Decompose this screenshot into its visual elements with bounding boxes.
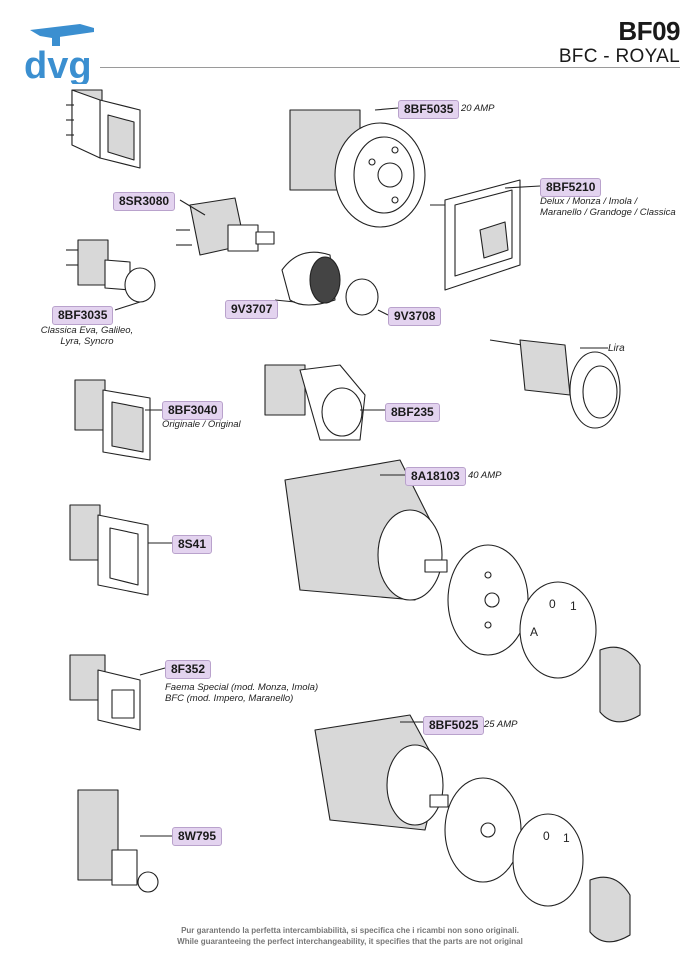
part-note: Faema Special (mod. Monza, Imola) BFC (m… — [165, 682, 319, 704]
header-rule — [100, 67, 680, 68]
part-tag-9v3708: 9V3708 — [388, 307, 442, 326]
key-switch-8bf235-drawing — [264, 364, 366, 441]
amp-rating: 25 AMP — [484, 719, 518, 730]
plate-knob-switch-drawing — [430, 179, 521, 291]
dial-plate-large-drawing — [447, 544, 529, 656]
part-tag-8bf5025: 8BF5025 — [423, 716, 485, 735]
part-tag-8bf235: 8BF235 — [385, 403, 440, 422]
rocker-switch-drawing — [66, 89, 141, 169]
amp-rating: 20 AMP — [461, 103, 495, 114]
knob-large-drawing — [599, 646, 641, 723]
dvg-logo: dvg — [24, 24, 94, 84]
dial-scale-large-drawing: A 0 1 — [519, 581, 597, 679]
part-tag-8w795: 8W795 — [172, 827, 223, 846]
part-note: Classica Eva, Galileo, Lyra, Syncro — [40, 325, 134, 347]
part-tag-8bf5035: 8BF5035 — [398, 100, 460, 119]
switch-8w795-drawing — [77, 789, 159, 893]
dial-scale-small-drawing: 0 1 — [512, 813, 584, 907]
logo-text: dvg — [24, 45, 92, 84]
amp-rating: 40 AMP — [468, 470, 502, 481]
part-tag-8bf3040: 8BF3040 — [162, 401, 224, 420]
part-tag-9v3707: 9V3707 — [225, 300, 279, 319]
catalog-code: BF09 — [618, 16, 680, 46]
part-tag-8f352: 8F352 — [165, 660, 212, 679]
push-switch-8sr3080-drawing — [176, 197, 275, 256]
rocker-switch-8s41-drawing — [69, 504, 149, 596]
svg-text:A: A — [530, 625, 538, 639]
model-name: BFC - ROYAL — [558, 46, 680, 67]
footer-disclaimer-en: While guaranteeing the perfect interchan… — [177, 937, 523, 946]
svg-text:1: 1 — [563, 831, 570, 845]
rotary-switch-25a-drawing — [314, 714, 449, 831]
part-note: Delux / Monza / Imola / Maranello / Gran… — [540, 196, 676, 218]
part-label-lira: Lira — [608, 343, 625, 354]
part-tag-8sr3080: 8SR3080 — [113, 192, 176, 211]
knob-small-drawing — [589, 876, 631, 943]
part-tag-8bf3035: 8BF3035 — [52, 306, 114, 325]
svg-text:0: 0 — [543, 829, 550, 843]
part-tag-8s41: 8S41 — [172, 535, 213, 554]
rotary-switch-40a-drawing — [284, 459, 448, 601]
dial-plate-small-drawing — [444, 777, 522, 883]
switch-8f352-drawing — [69, 654, 141, 731]
rocker-switch-8bf3040-drawing — [74, 379, 151, 461]
rotary-switch-20a-drawing — [289, 109, 426, 228]
svg-text:0: 0 — [549, 597, 556, 611]
svg-text:1: 1 — [570, 599, 577, 613]
push-button-8bf3035-drawing — [66, 239, 156, 303]
part-tag-8bf5210: 8BF5210 — [540, 178, 602, 197]
leader-lines — [114, 107, 608, 837]
part-tag-8a18103: 8A18103 — [405, 467, 466, 486]
cap-9v3708-drawing — [345, 278, 379, 316]
footer-disclaimer-it: Pur garantendo la perfetta intercambiabi… — [181, 926, 519, 935]
cap-9v3707-drawing — [281, 251, 341, 306]
lira-knob-drawing — [489, 339, 621, 429]
part-note: Originale / Original — [162, 419, 241, 430]
